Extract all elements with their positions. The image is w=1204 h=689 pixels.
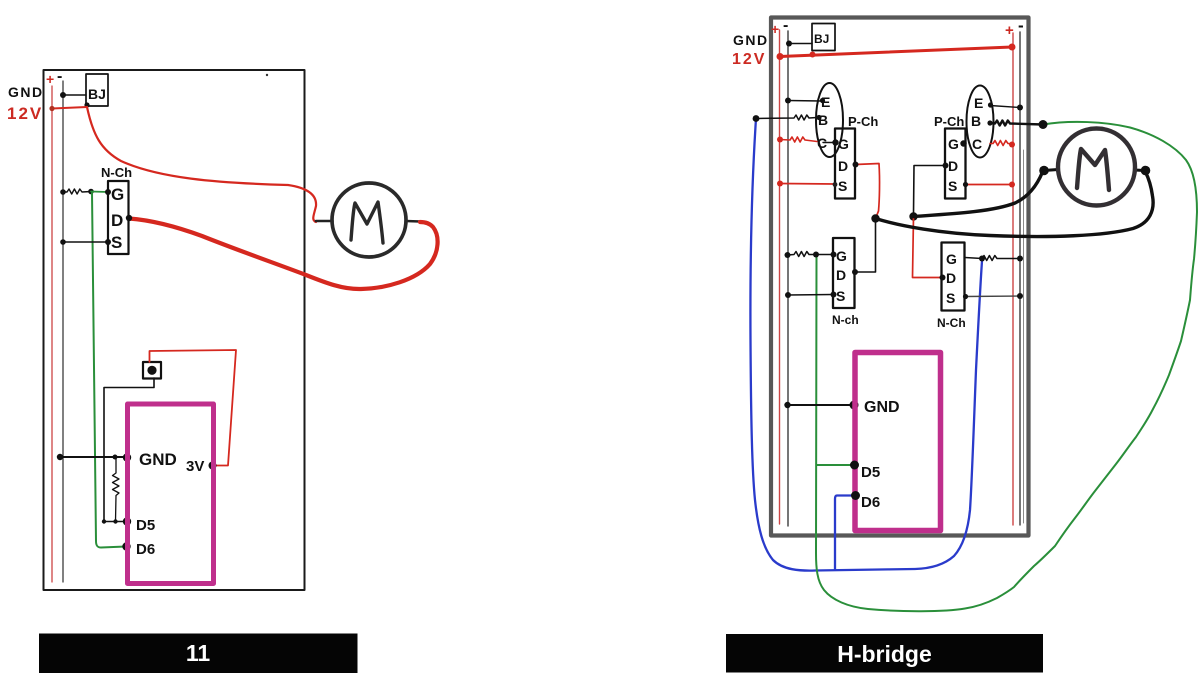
svg-text:BJ: BJ <box>814 32 829 46</box>
svg-text:BJ: BJ <box>88 86 106 102</box>
svg-text:GND: GND <box>8 84 44 100</box>
svg-text:GND: GND <box>864 399 900 416</box>
svg-text:E: E <box>974 95 983 111</box>
svg-text:D5: D5 <box>861 464 880 481</box>
svg-text:+: + <box>1005 22 1014 39</box>
svg-text:D: D <box>838 158 848 174</box>
svg-text:12V: 12V <box>7 104 43 123</box>
svg-text:C: C <box>972 136 982 152</box>
svg-text:P-Ch: P-Ch <box>848 114 878 129</box>
svg-text:-: - <box>783 17 788 34</box>
svg-text:D6: D6 <box>136 541 155 558</box>
svg-text:+: + <box>771 21 779 37</box>
svg-text:-: - <box>1018 16 1024 35</box>
svg-text:12V: 12V <box>732 51 766 68</box>
svg-text:S: S <box>838 178 847 194</box>
svg-text:D6: D6 <box>861 494 880 511</box>
svg-text:G: G <box>836 248 847 264</box>
svg-text:G: G <box>946 251 957 267</box>
svg-text:D: D <box>946 270 956 286</box>
svg-text:G: G <box>948 136 959 152</box>
svg-text:D: D <box>836 267 846 283</box>
svg-text:B: B <box>971 113 981 129</box>
svg-text:P-Ch: P-Ch <box>934 114 964 129</box>
svg-text:H-bridge: H-bridge <box>837 641 932 667</box>
svg-text:+: + <box>46 71 54 87</box>
svg-text:11: 11 <box>186 640 211 666</box>
svg-text:D: D <box>948 158 958 174</box>
svg-text:D5: D5 <box>136 517 155 534</box>
svg-text:G: G <box>111 185 124 204</box>
svg-text:D: D <box>111 211 123 230</box>
svg-text:C: C <box>817 135 827 151</box>
svg-text:S: S <box>946 290 955 306</box>
svg-text:3V: 3V <box>186 458 204 475</box>
svg-text:-: - <box>57 68 62 85</box>
svg-text:N-Ch: N-Ch <box>937 316 966 330</box>
svg-text:B: B <box>818 112 828 128</box>
svg-text:E: E <box>821 94 830 110</box>
svg-text:GND: GND <box>139 450 177 469</box>
svg-text:S: S <box>111 233 122 252</box>
svg-text:S: S <box>948 178 957 194</box>
svg-text:G: G <box>838 136 849 152</box>
svg-text:S: S <box>836 288 845 304</box>
svg-text:N-ch: N-ch <box>832 313 859 327</box>
svg-text:N-Ch: N-Ch <box>101 165 132 180</box>
svg-text:GND: GND <box>733 32 769 48</box>
